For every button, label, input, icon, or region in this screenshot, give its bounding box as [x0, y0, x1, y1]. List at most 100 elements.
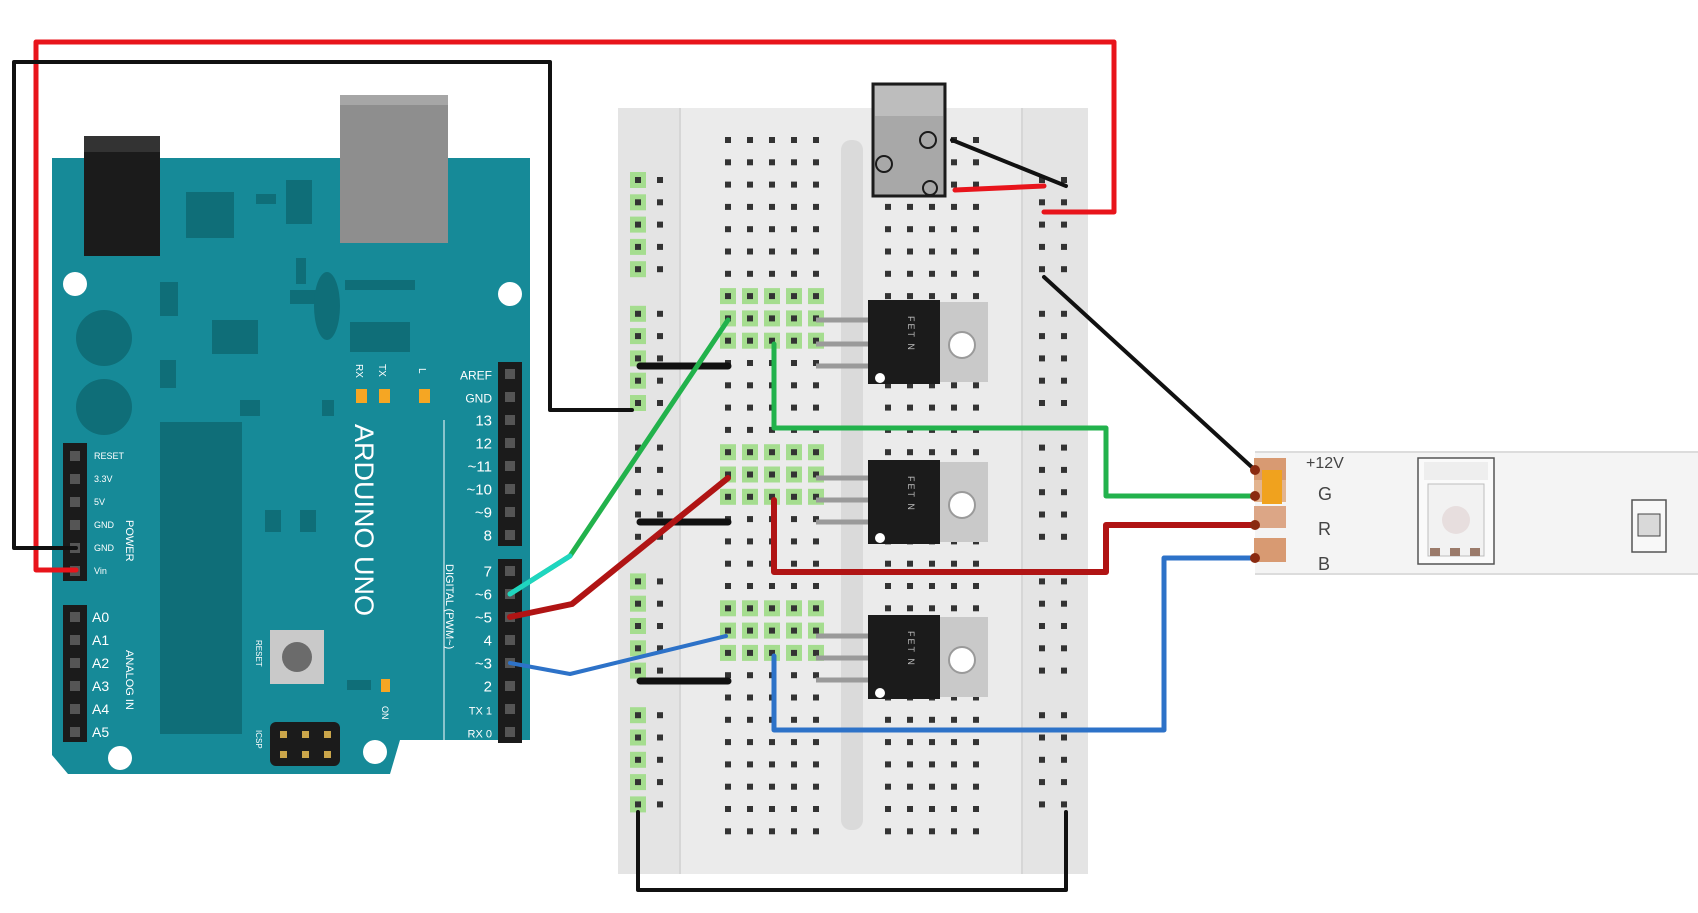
- strip-pads: [1254, 458, 1286, 562]
- pad-label-g: G: [1318, 484, 1332, 504]
- wires: [12, 39, 1260, 892]
- analog-pin: [70, 635, 80, 645]
- mosfet-blue: FET N: [868, 615, 988, 699]
- mosfet-blue-label: FET N: [906, 631, 916, 667]
- digital-pin-label: 2: [484, 678, 492, 695]
- digital-pin: [505, 484, 515, 494]
- power-pin-label: GND: [94, 520, 115, 530]
- status-leds: RX TX L: [353, 364, 430, 403]
- digital-pin-label: GND: [465, 391, 492, 405]
- power-pin-label: RESET: [94, 451, 125, 461]
- analog-pin-label: A5: [92, 724, 109, 740]
- analog-pin: [70, 612, 80, 622]
- icsp-header: ICSP: [254, 722, 340, 766]
- analog-pin-label: A4: [92, 701, 109, 717]
- digital-pin: [505, 635, 515, 645]
- wire-strip-12v-return: [1042, 275, 1257, 472]
- analog-pin-label: A2: [92, 655, 109, 671]
- arduino-uno-board: RESET ICSP ON RX TX L ARDUINO UNO: [52, 95, 530, 774]
- digital-pin-label: ~3: [475, 655, 492, 672]
- digital-pin-label: 12: [475, 435, 492, 452]
- digital-pin: [505, 369, 515, 379]
- wire-pin5-red: [507, 475, 731, 620]
- strip-resistor: [1631, 499, 1667, 553]
- breadboard: [618, 108, 1088, 874]
- digital-pin-label: 8: [484, 527, 492, 544]
- reset-button-label: RESET: [254, 640, 263, 667]
- wire-jack-power: [952, 183, 1047, 193]
- led-rx-label: RX: [353, 364, 364, 378]
- digital-pin-label: ~11: [468, 458, 492, 475]
- digital-pin-label: 13: [475, 412, 492, 429]
- power-pin: [70, 520, 80, 530]
- digital-pin-label: RX 0: [468, 728, 492, 740]
- analog-pin-label: A0: [92, 609, 109, 625]
- digital-pin: [505, 461, 515, 471]
- led-l-label: L: [416, 368, 427, 374]
- pad-label-12v: +12V: [1306, 455, 1344, 472]
- analog-header-title: ANALOG IN: [123, 650, 135, 710]
- digital-pin: [505, 392, 515, 402]
- power-pin: [70, 497, 80, 507]
- digital-pin-label: 4: [484, 632, 492, 649]
- power-pin-label: 3.3V: [94, 474, 113, 484]
- digital-pin: [505, 507, 515, 517]
- on-led: ON: [347, 679, 390, 720]
- digital-header-title: DIGITAL (PWM~): [443, 564, 455, 649]
- board-name: ARDUINO UNO: [349, 424, 379, 616]
- pad-label-r: R: [1318, 519, 1331, 539]
- digital-pin-label: ~5: [475, 609, 492, 626]
- digital-pin: [505, 530, 515, 540]
- reset-button: RESET: [254, 630, 324, 684]
- wire-jack-gnd: [950, 138, 1068, 188]
- digital-pin-label: ~6: [475, 586, 492, 603]
- wire-red-drain: [771, 497, 1258, 575]
- mosfet-green-label: FET N: [906, 316, 916, 352]
- analog-pin-label: A3: [92, 678, 109, 694]
- led-tx-label: TX: [376, 364, 387, 377]
- analog-pin: [70, 727, 80, 737]
- icsp-label: ICSP: [254, 730, 263, 749]
- power-pin-label: GND: [94, 543, 115, 553]
- wire-rail-bridge: [636, 810, 1068, 892]
- analog-pin-label: A1: [92, 632, 109, 648]
- pad-label-b: B: [1318, 554, 1330, 574]
- atmega-chip: [160, 422, 242, 734]
- dc-jack: [84, 136, 160, 256]
- usb-connector: [340, 95, 448, 243]
- rgb-led-chip: [1417, 457, 1495, 565]
- strip-solder-point: [1250, 465, 1260, 475]
- digital-pin-label: ~10: [467, 481, 492, 498]
- power-pin-label: Vin: [94, 566, 107, 576]
- digital-pin: [505, 415, 515, 425]
- mosfet-red: FET N: [868, 460, 988, 544]
- wire-green-drain: [771, 341, 1258, 499]
- digital-pin: [505, 438, 515, 448]
- strip-solder-point: [1250, 491, 1260, 501]
- mosfet-green: FET N: [868, 300, 988, 384]
- wire-blue-drain: [771, 555, 1258, 733]
- digital-pin: [505, 681, 515, 691]
- digital-pin: [505, 566, 515, 576]
- wire-vin-power: [33, 39, 1117, 573]
- strip-solder-point: [1250, 520, 1260, 530]
- rgb-led-strip: +12V G R B: [1254, 451, 1698, 575]
- wire-gnd: [12, 60, 634, 550]
- mosfet-red-label: FET N: [906, 476, 916, 512]
- analog-pin: [70, 658, 80, 668]
- power-pin: [70, 474, 80, 484]
- digital-pin-label: 7: [484, 563, 492, 580]
- dc-power-jack: [871, 82, 947, 198]
- wire-pin3-blue: [508, 634, 728, 676]
- wire-pin6-cyan: [507, 553, 573, 597]
- strip-solder-point: [1250, 553, 1260, 563]
- on-led-label: ON: [380, 706, 390, 720]
- digital-pin-label: ~9: [475, 504, 492, 521]
- digital-pin: [505, 727, 515, 737]
- analog-pin: [70, 704, 80, 714]
- analog-pin: [70, 681, 80, 691]
- power-header-title: POWER: [123, 520, 135, 562]
